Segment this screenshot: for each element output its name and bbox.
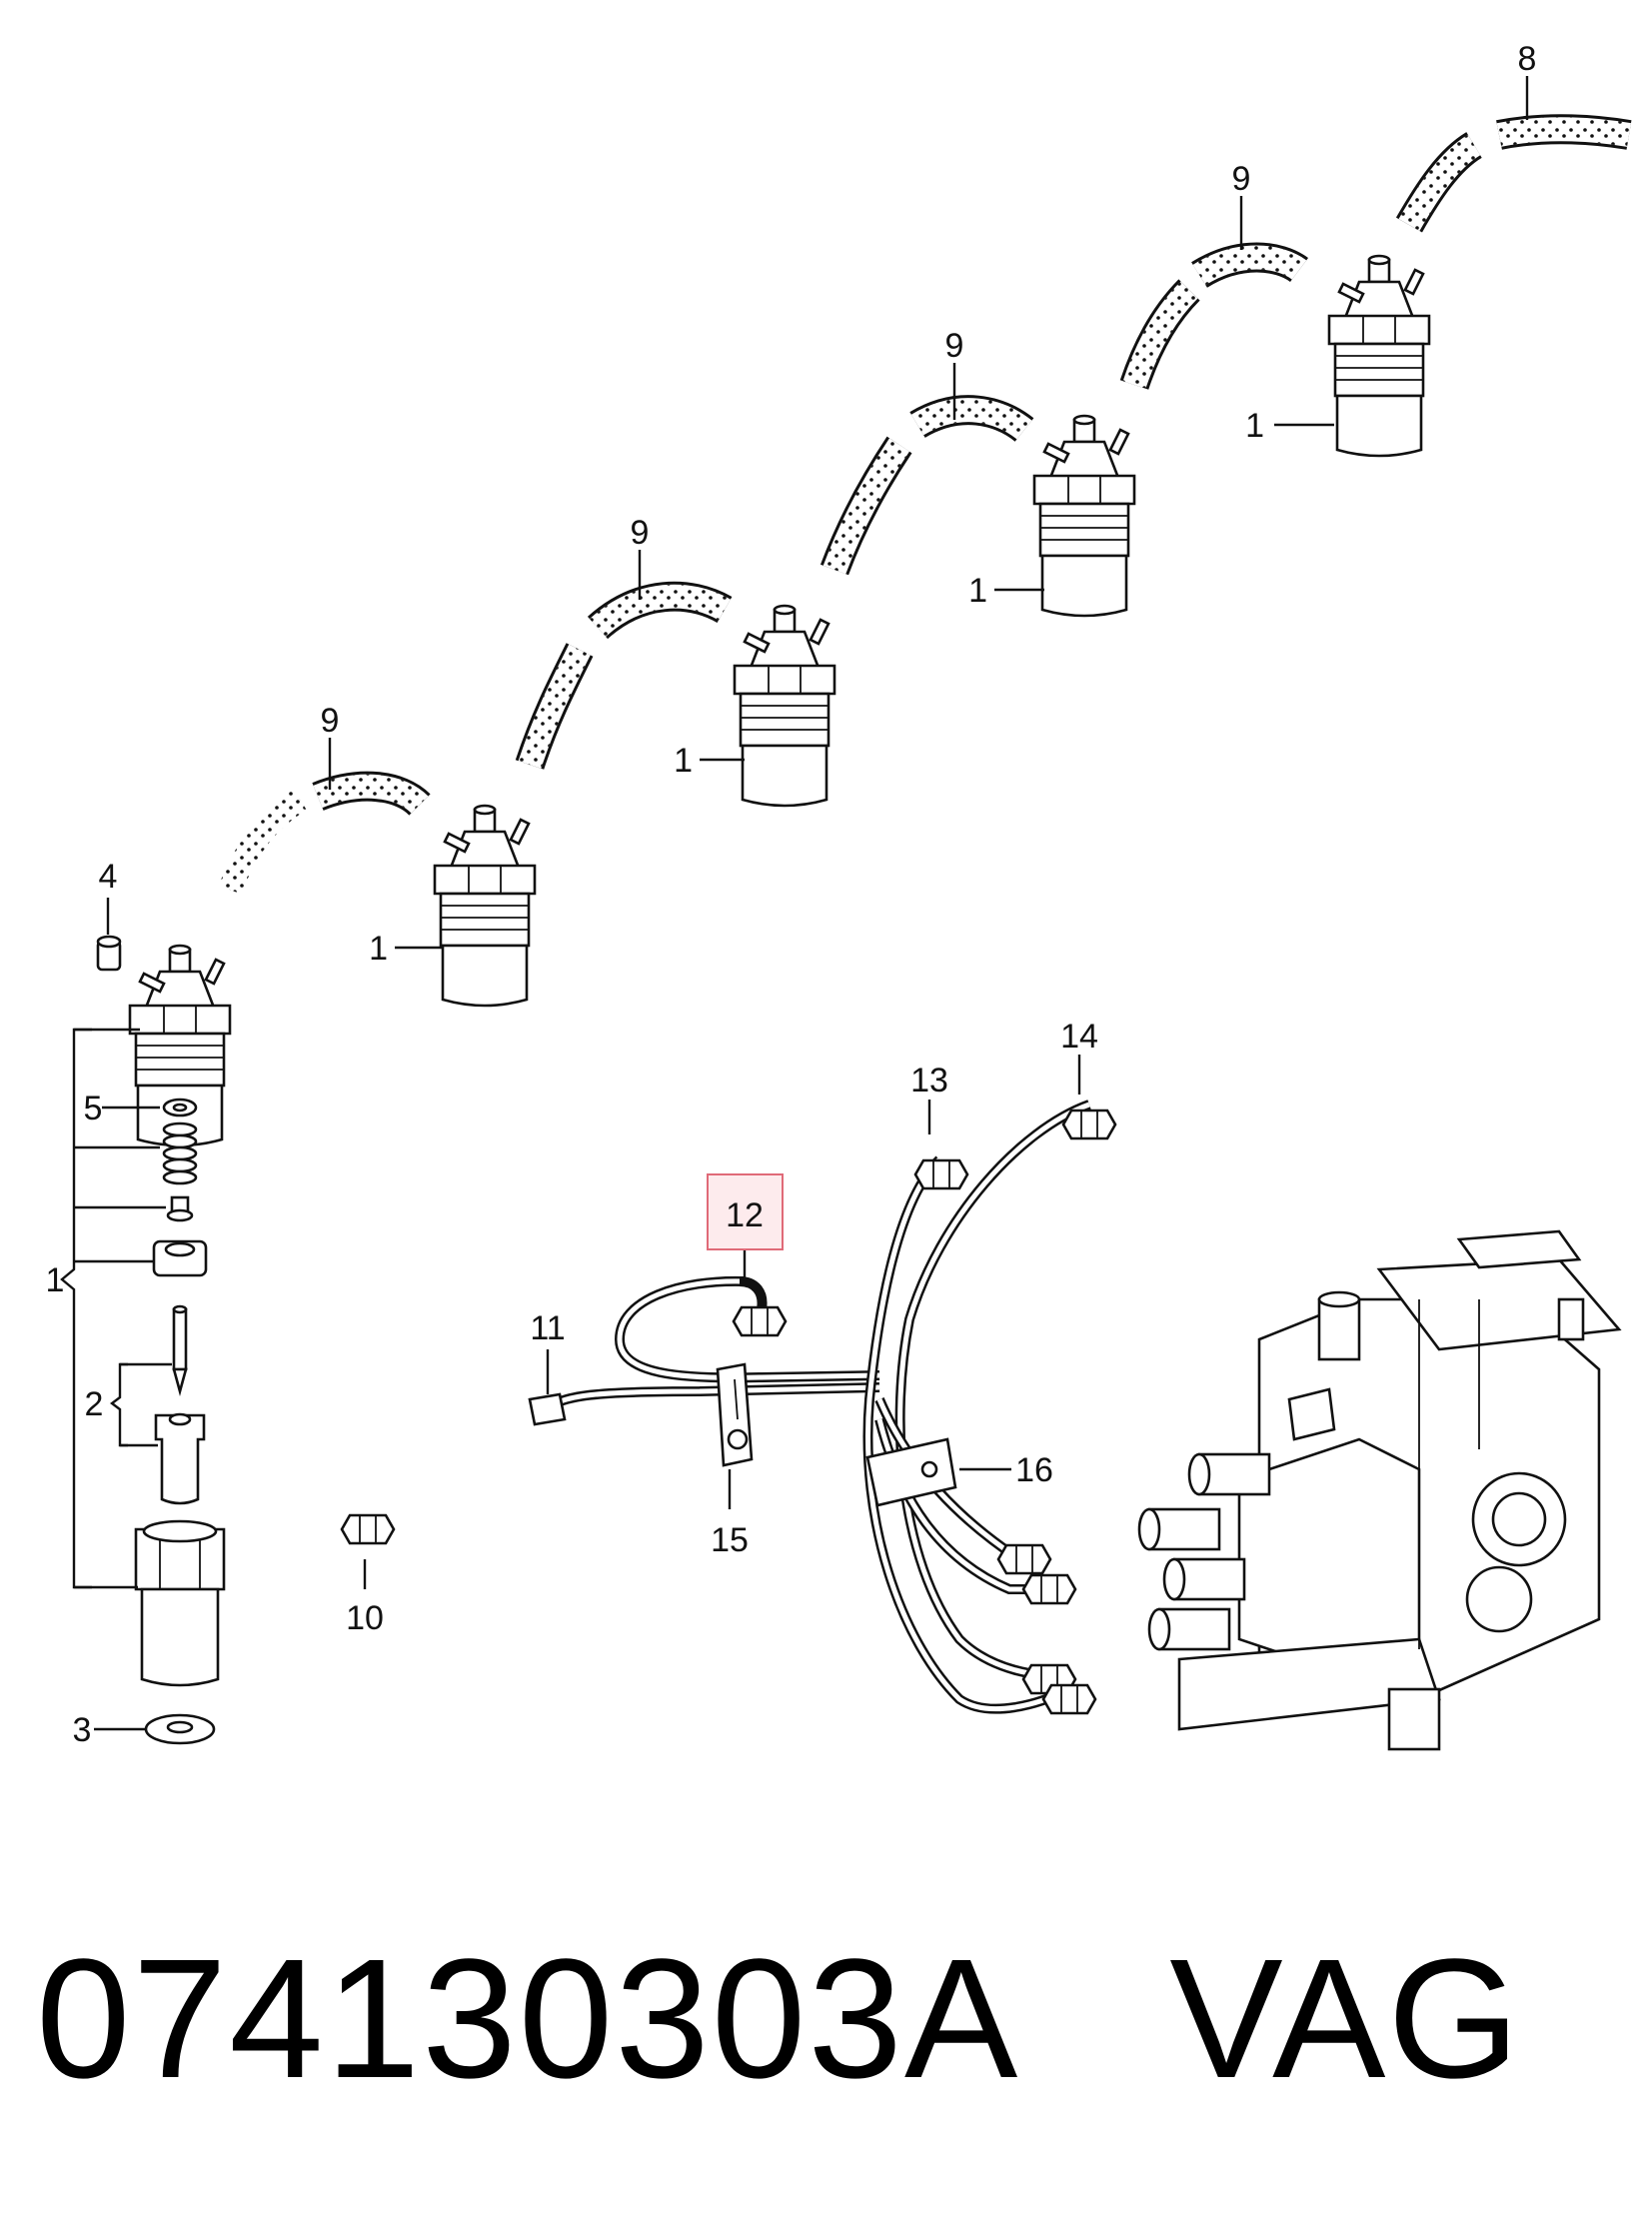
callout-9: 9 bbox=[321, 702, 340, 740]
nozzle-needle bbox=[172, 1304, 188, 1396]
callout-8: 8 bbox=[1518, 40, 1537, 78]
injector-2 bbox=[433, 804, 537, 1008]
nozzle-body bbox=[154, 1412, 206, 1505]
highlight-box bbox=[707, 1173, 784, 1250]
callout-9: 9 bbox=[631, 514, 650, 552]
callout-9: 9 bbox=[1232, 160, 1251, 198]
pipe-clamp bbox=[716, 1362, 754, 1467]
part-number: 074130303A bbox=[36, 1924, 1020, 2114]
pipe-bracket bbox=[865, 1437, 957, 1507]
callout-1: 1 bbox=[46, 1261, 65, 1299]
callout-12: 12 bbox=[726, 1196, 764, 1234]
spring bbox=[162, 1121, 198, 1185]
callout-15: 15 bbox=[711, 1521, 749, 1559]
callout-1: 1 bbox=[968, 572, 987, 610]
injection-pipe-set bbox=[340, 1100, 1117, 1715]
injection-pump bbox=[1137, 1229, 1622, 1751]
callout-11: 11 bbox=[530, 1309, 565, 1347]
callout-1: 1 bbox=[1245, 407, 1264, 445]
callout-14: 14 bbox=[1060, 1018, 1098, 1056]
callout-2: 2 bbox=[85, 1385, 104, 1423]
brand-name: VAG bbox=[1169, 1924, 1522, 2114]
return-hose-chain bbox=[218, 114, 1632, 895]
callout-13: 13 bbox=[910, 1062, 948, 1100]
injector-4 bbox=[1032, 414, 1136, 618]
injector-5 bbox=[1327, 254, 1431, 458]
injector-exploded-stack bbox=[60, 935, 232, 1745]
nozzle-nut bbox=[134, 1519, 226, 1687]
callout-10: 10 bbox=[346, 1599, 384, 1637]
protective-cap bbox=[96, 935, 122, 972]
callout-3: 3 bbox=[73, 1711, 92, 1749]
injector-3 bbox=[733, 604, 836, 808]
callout-leaders bbox=[94, 76, 1529, 1731]
callout-1: 1 bbox=[674, 742, 693, 780]
callout-16: 16 bbox=[1015, 1451, 1053, 1489]
callout-4: 4 bbox=[99, 858, 118, 896]
callout-1: 1 bbox=[369, 930, 388, 968]
callout-9: 9 bbox=[945, 327, 964, 365]
callout-5: 5 bbox=[84, 1090, 103, 1127]
